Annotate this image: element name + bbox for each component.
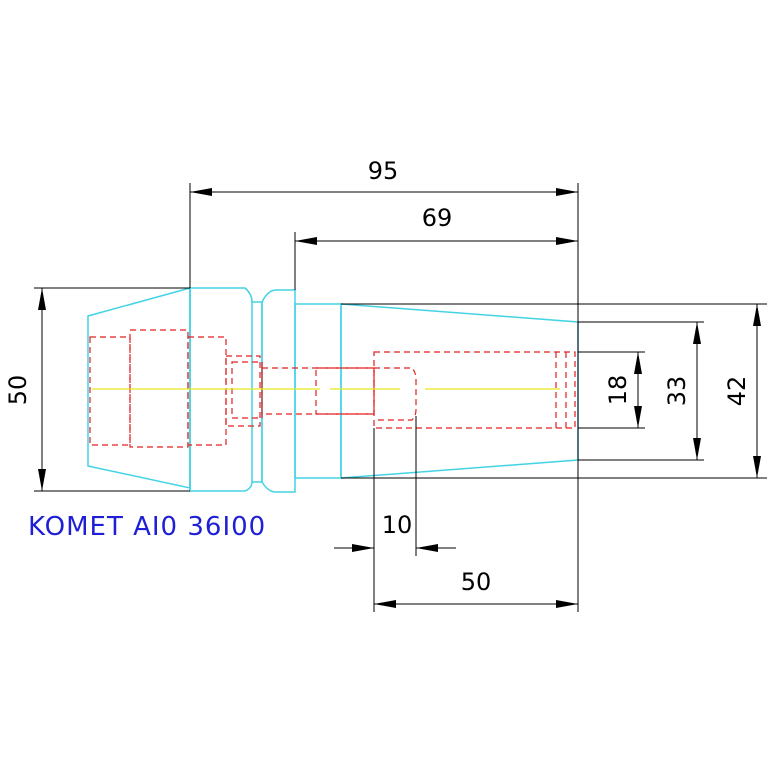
dim-bore-depth: 50 [374, 568, 578, 608]
collet-bore [89, 336, 131, 446]
dim-small-bore-diameter-label: 18 [604, 375, 632, 406]
dim-step-length: 10 [334, 416, 456, 612]
dim-bore-depth-label: 50 [461, 568, 492, 596]
inner-stop [315, 367, 375, 415]
collet-nose [87, 287, 191, 489]
rear-bore-step [374, 367, 417, 421]
dim-mid-diameter-label: 33 [663, 376, 691, 407]
dim-overall-length: 95 [189, 157, 579, 612]
part-caption: KOMET AI0 36I00 [28, 512, 266, 542]
collet-bore-inner [187, 336, 227, 446]
screw-thread-a [225, 355, 261, 427]
dim-taper-end-diameter-label: 42 [723, 376, 751, 407]
dim-step-length-label: 10 [382, 511, 413, 539]
taper-shank [340, 303, 579, 479]
dim-overall-length-label: 95 [368, 157, 399, 185]
dim-flange-diameter: 50 [4, 287, 190, 492]
shoulder [294, 303, 342, 479]
screw-thread-b [231, 361, 263, 419]
tool-holder-outline [87, 287, 579, 493]
dim-taper-length-label: 69 [422, 204, 453, 232]
through-bore [261, 367, 375, 415]
dim-flange-diameter-label: 50 [4, 375, 32, 406]
rear-bore [373, 351, 576, 429]
dim-taper-length: 69 [294, 204, 578, 290]
dim-small-bore-diameter: 18 [578, 351, 645, 429]
dim-taper-end-diameter: 42 [341, 303, 767, 479]
second-flange [261, 289, 296, 493]
dim-mid-diameter: 33 [578, 321, 704, 461]
